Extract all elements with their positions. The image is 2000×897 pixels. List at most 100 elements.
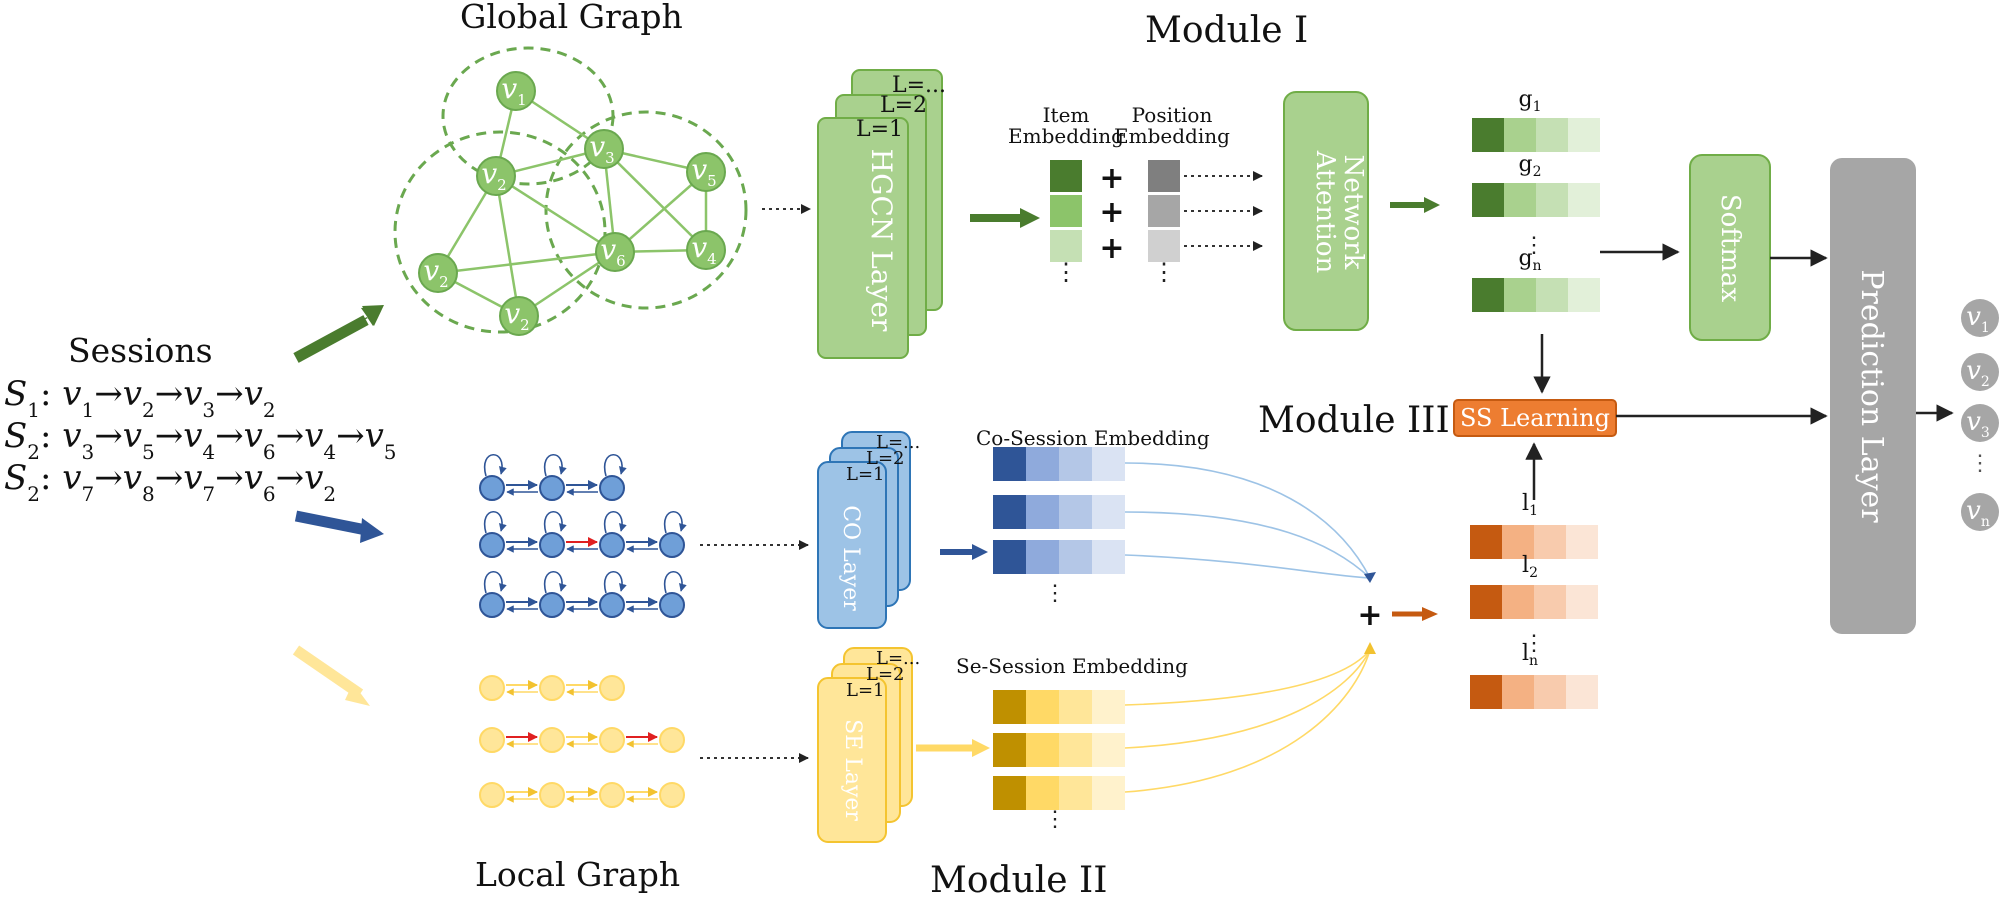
local-node — [599, 675, 625, 701]
attention-network-block — [1283, 91, 1369, 331]
l-vector — [1470, 525, 1598, 559]
local-node — [659, 782, 685, 808]
branch-arrow-green-head — [362, 305, 384, 326]
se-layer-name: SE Layer — [840, 719, 865, 821]
svg-text:⋮: ⋮ — [1523, 631, 1545, 656]
node-label: v4 — [691, 231, 716, 268]
output-node: v2 — [1961, 353, 1999, 391]
fusion-plus: + — [1357, 598, 1382, 633]
node-label: v1 — [1966, 302, 1990, 336]
global-node: v2 — [499, 296, 539, 336]
hyperedge-1 — [441, 46, 615, 186]
g-label: g2 — [1518, 152, 1541, 180]
g-vector — [1472, 118, 1600, 152]
embedding-plus-signs: + + + — [1099, 161, 1124, 266]
item-embedding-label-1: Item — [1043, 103, 1090, 127]
co-session-vectors — [993, 447, 1125, 574]
se-session-curves — [1124, 649, 1371, 793]
global-graph-heading: Global Graph — [460, 0, 683, 36]
branch-arrow-blue-head — [360, 518, 384, 543]
branch-arrow-green-shaft — [293, 315, 369, 363]
svg-text:L=1: L=1 — [846, 680, 885, 701]
l-label: l1 — [1522, 491, 1538, 519]
l-label: l2 — [1522, 553, 1538, 581]
l-vector — [1470, 675, 1598, 709]
svg-text:⋮: ⋮ — [1044, 807, 1066, 832]
prediction-layer-label: Prediction Layer — [1854, 269, 1889, 523]
local-node — [539, 675, 565, 701]
node-label: vn — [1966, 496, 1990, 530]
position-embedding-column: ⋮ — [1148, 160, 1180, 286]
svg-text:L=2: L=2 — [866, 664, 905, 685]
l-label: ln — [1522, 641, 1538, 669]
hyperedge-3 — [544, 110, 748, 310]
local-graph-co — [479, 453, 687, 618]
global-node: v3 — [584, 129, 624, 169]
co-session-vector — [993, 540, 1125, 574]
position-embedding-label-2: Embedding — [1114, 124, 1230, 148]
item-embedding-label-2: Embedding — [1008, 124, 1124, 148]
node-label: v2 — [504, 297, 529, 334]
g-label: g1 — [1518, 87, 1541, 115]
global-node: v6 — [595, 232, 635, 272]
svg-text:⋮: ⋮ — [1969, 451, 1991, 476]
co-session-vector — [993, 447, 1125, 481]
hgcn-label-l2: L=2 — [880, 93, 927, 118]
module-2-heading: Module II — [930, 860, 1107, 897]
position-embedding-label-1: Position — [1132, 103, 1213, 127]
module-1-heading: Module I — [1145, 10, 1308, 51]
hgcn-layer-name: HGCN Layer — [865, 149, 898, 332]
local-node — [599, 592, 625, 618]
local-node — [479, 727, 505, 753]
session-row-3: S2: v7→v8→v7→v6→v2 — [4, 458, 336, 506]
node-label: v1 — [501, 72, 526, 109]
co-session-vector — [993, 495, 1125, 529]
attention-network-label-2: Network — [1338, 155, 1368, 270]
hgcn-label-lx: L=... — [892, 73, 946, 98]
node-label: v5 — [691, 153, 716, 190]
local-node — [479, 675, 505, 701]
ss-learning-label: SS Learning — [1460, 404, 1610, 432]
output-node: v1 — [1961, 299, 1999, 337]
prediction-outputs: v1 v2 v3 vn — [1961, 299, 1999, 531]
g-vector — [1472, 183, 1600, 217]
global-node: v1 — [496, 71, 536, 111]
output-node: vn — [1961, 493, 1999, 531]
local-node — [539, 782, 565, 808]
se-session-vector — [993, 776, 1125, 810]
global-node: v2 — [418, 253, 458, 293]
prediction-layer-block — [1830, 158, 1916, 634]
local-node — [599, 475, 625, 501]
softmax-label: Softmax — [1715, 194, 1745, 303]
local-node — [539, 592, 565, 618]
se-session-vector — [993, 733, 1125, 767]
local-node — [479, 532, 505, 558]
global-node: v4 — [686, 230, 726, 270]
svg-text:+: + — [1099, 195, 1124, 230]
g-vector — [1472, 278, 1600, 312]
global-node: v5 — [686, 152, 726, 192]
item-embedding-column: ⋮ — [1050, 160, 1082, 286]
local-node — [479, 782, 505, 808]
local-node — [539, 727, 565, 753]
output-node: v3 — [1961, 404, 1999, 442]
svg-text:L=...: L=... — [876, 432, 920, 453]
se-session-vectors — [993, 690, 1125, 810]
node-label: v6 — [600, 233, 625, 270]
svg-text:L=...: L=... — [876, 648, 920, 669]
branch-arrow-yellow-head — [345, 683, 370, 706]
svg-text:L=2: L=2 — [866, 448, 905, 469]
svg-text:+: + — [1099, 161, 1124, 196]
l-vector — [1470, 585, 1598, 619]
global-node: v2 — [476, 156, 516, 196]
session-row-2: S2: v3→v5→v4→v6→v4→v5 — [4, 416, 397, 464]
local-node — [659, 532, 685, 558]
global-hypergraph: v1 v2 v3 v5 v6 v4 v2 v2 — [393, 46, 748, 336]
local-node — [479, 475, 505, 501]
hgcn-label-l1: L=1 — [856, 117, 903, 142]
local-node — [539, 475, 565, 501]
ss-learning-block — [1453, 399, 1617, 437]
softmax-block — [1689, 154, 1771, 341]
